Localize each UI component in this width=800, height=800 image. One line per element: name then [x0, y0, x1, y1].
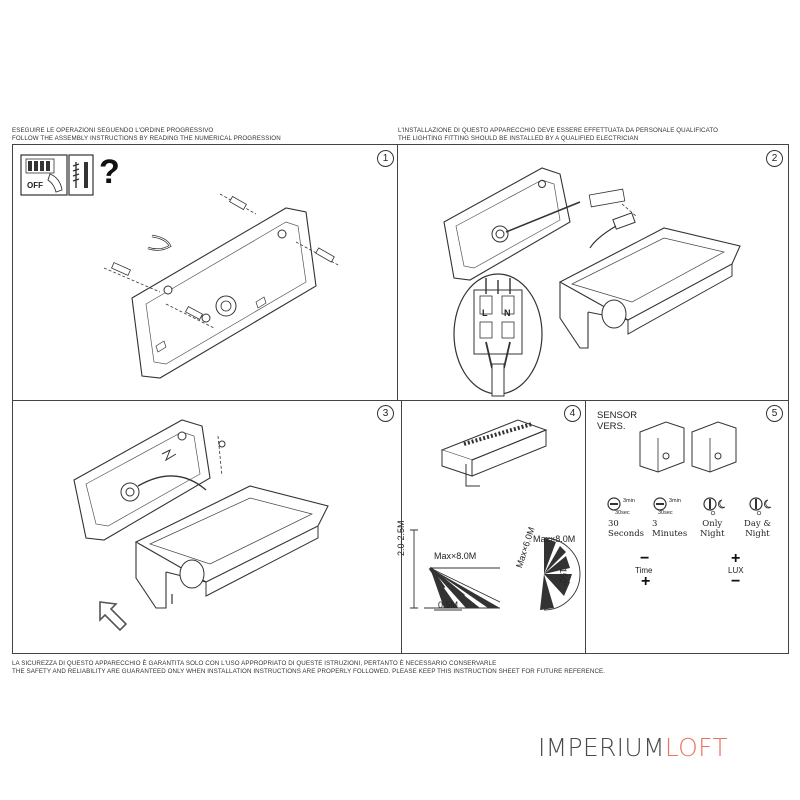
sensor-version-title: SENSOR VERS.	[597, 410, 637, 432]
header-right-it: L'INSTALLAZIONE DI QUESTO APPARECCHIO DE…	[398, 127, 719, 134]
grid-divider-top	[397, 144, 398, 400]
dial-4-line1: Day &	[744, 519, 771, 529]
time-minus: −	[640, 550, 650, 567]
header-right-en: THE LIGHTING FITTING SHOULD BE INSTALLED…	[398, 135, 639, 142]
dial-2-tag-b: 30sec	[658, 510, 673, 516]
dial-3-line2: Night	[700, 529, 725, 539]
step-number-5: 5	[766, 405, 783, 422]
dial-only-night-icon	[703, 497, 726, 516]
footer-notice: LA SICUREZZA DI QUESTO APPARECCHIO È GAR…	[12, 660, 605, 676]
dial-3-line1: Only	[702, 519, 723, 529]
dial-1-line2: Seconds	[608, 529, 645, 539]
dial-2-line2: Minutes	[652, 529, 688, 539]
time-plus: +	[641, 573, 651, 590]
dial-3-caption: Only Night	[700, 519, 725, 539]
dial-day-night-icon	[749, 497, 772, 516]
sensor-unit-drawing	[639, 421, 737, 473]
brand-logo: IMPERIUMLOFT	[538, 733, 728, 762]
header-right: L'INSTALLAZIONE DI QUESTO APPARECCHIO DE…	[398, 127, 718, 143]
dial-2-line1: 3	[652, 519, 658, 529]
sensor-ground-label: 0.5M	[438, 600, 459, 610]
header-left-it: ESEGUIRE LE OPERAZIONI SEGUENDO L'ORDINE…	[12, 127, 214, 134]
luminaire-drawing-step3	[134, 485, 329, 609]
header-left-en: FOLLOW THE ASSEMBLY INSTRUCTIONS BY READ…	[12, 135, 281, 142]
brand-part-1: IMPERIUM	[538, 733, 665, 762]
dial-3-minutes-icon	[653, 497, 667, 511]
bracket-drawing-step3	[73, 419, 226, 541]
lux-minus: −	[731, 573, 741, 590]
step-number-1: 1	[377, 150, 394, 167]
brand-part-2: LOFT	[664, 733, 728, 762]
footer-it: LA SICUREZZA DI QUESTO APPARECCHIO È GAR…	[12, 660, 497, 667]
screw-plug-icon	[68, 154, 94, 196]
header-left: ESEGUIRE LE OPERAZIONI SEGUENDO L'ORDINE…	[12, 127, 281, 143]
wall-bracket-drawing	[103, 193, 341, 379]
dial-4-line2: Night	[745, 529, 770, 539]
grid-divider-bottom-1	[401, 400, 402, 654]
power-off-label: OFF	[27, 181, 43, 190]
dial-1-tag-b: 30sec	[615, 510, 630, 516]
sensor-top-view	[540, 537, 581, 611]
step-number-4: 4	[564, 405, 581, 422]
bracket-wiring-drawing	[443, 167, 581, 281]
sensor-side-view	[410, 529, 501, 611]
terminal-label-n: N	[504, 308, 511, 318]
time-label: Time	[635, 566, 653, 575]
terminal-block-zoom	[453, 273, 543, 397]
lux-label: LUX	[728, 566, 744, 575]
sensor-angle-label: 150°	[558, 568, 568, 587]
lux-plus: +	[731, 550, 741, 567]
step-number-3: 3	[377, 405, 394, 422]
question-mark: ?	[99, 153, 120, 191]
dial-4-caption: Day & Night	[744, 519, 771, 539]
arrow-icon	[99, 601, 128, 632]
dial-2-tag-a: 3min	[669, 498, 681, 504]
sensor-title-line1: SENSOR	[597, 410, 638, 421]
grid-divider-horizontal	[12, 400, 789, 401]
sensor-range-label: Max×8.0M	[434, 551, 477, 561]
grid-divider-bottom-2	[585, 400, 586, 654]
sensor-height-label: 2.0-2.5M	[396, 520, 406, 556]
dial-30-seconds-icon	[607, 497, 621, 511]
sensor-title-line2: VERS.	[597, 421, 626, 432]
footer-en: THE SAFETY AND RELIABILITY ARE GUARANTEE…	[12, 668, 606, 675]
dial-1-line1: 30	[608, 519, 619, 529]
sensor-head-drawing	[440, 419, 548, 487]
terminal-label-l: L	[482, 308, 488, 318]
sensor-side-range-label: Max×8.0M	[533, 534, 576, 544]
dial-1-caption: 30 Seconds	[608, 519, 644, 539]
power-off-icon	[20, 154, 68, 196]
instruction-frame	[12, 144, 789, 654]
dial-1-tag-a: 3min	[623, 498, 635, 504]
luminaire-drawing-step2	[558, 227, 741, 349]
step-number-2: 2	[766, 150, 783, 167]
dial-2-caption: 3 Minutes	[652, 519, 687, 539]
connector-box-icon	[588, 188, 637, 249]
